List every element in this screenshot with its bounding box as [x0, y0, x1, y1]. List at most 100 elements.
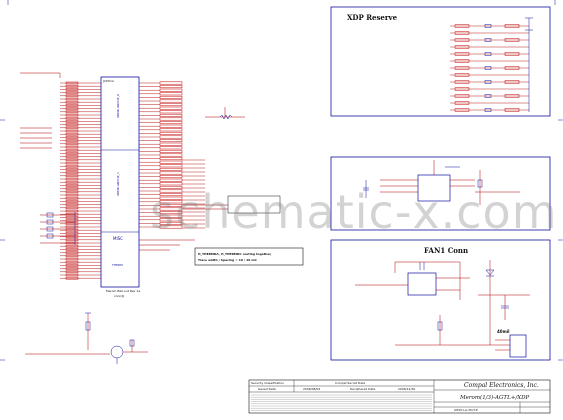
right-net-flag [159, 106, 183, 110]
left-net-flag [65, 152, 79, 155]
xdp-net-flag [454, 73, 470, 77]
left-net-flag [65, 276, 79, 280]
xdp-reserve-box [330, 6, 551, 117]
right-net-flag [159, 185, 183, 189]
security-classification-value: Compal Secret Data [335, 381, 365, 385]
left-net-flag [65, 184, 79, 187]
left-net-flag [65, 260, 79, 264]
left-net-flag [65, 113, 79, 117]
thermtrip-resistor [205, 107, 245, 120]
right-net-flag [159, 81, 183, 85]
left-net-flag [65, 168, 79, 171]
right-net-flag [159, 95, 183, 99]
sheet-title: Merom(1/3)-AGTL+/XDP [459, 394, 530, 401]
xdp-resistor [484, 52, 492, 56]
cpu-misc-label: MISC [113, 236, 123, 241]
right-net-flag [159, 200, 183, 204]
right-net-flag [159, 221, 183, 225]
left-net-flag [65, 94, 79, 98]
xdp-net-label [504, 24, 520, 28]
thermal-routing-note: H_THERMDA, H_THERMDC routing together, T… [194, 247, 304, 266]
cpu-footer-label: Merom Ball-out Rev 1a [106, 289, 140, 293]
watermark-text: schematic-x.com [150, 185, 558, 239]
right-net-flag [159, 103, 183, 107]
xdp-resistor [484, 66, 492, 70]
right-net-flag [159, 175, 183, 179]
right-net-flag [159, 189, 183, 193]
cpu-group-lower-label: ADDR GROUP_1 [116, 172, 120, 196]
right-net-flag [159, 157, 183, 161]
left-net-flag [65, 200, 79, 203]
left-net-flag [65, 235, 79, 238]
left-net-flag [65, 190, 79, 194]
right-net-flag [159, 196, 183, 200]
right-net-flag [159, 139, 183, 143]
left-net-flag [65, 174, 79, 178]
left-net-flag [65, 248, 79, 251]
left-net-flag [65, 257, 79, 261]
left-net-flag [65, 110, 79, 114]
right-net-flag [159, 207, 183, 211]
left-net-flag [65, 164, 79, 168]
left-net-flag [65, 100, 79, 104]
left-net-flag [65, 273, 79, 277]
xdp-reserve-title: XDP Reserve [347, 13, 398, 22]
xdp-resistor [484, 94, 492, 98]
left-net-flag [65, 126, 79, 130]
issued-date-value: 2006/08/04 [303, 387, 320, 391]
xdp-net-label [504, 38, 520, 42]
xdp-net-flag [454, 87, 470, 91]
cpu-footer-sub: conn@ [114, 294, 124, 298]
sheet-border [0, 0, 563, 361]
xdp-net-flag [454, 94, 470, 98]
thermal-note-line2: Trace width / Spacing = 10 / 10 mil [198, 258, 257, 262]
left-net-flag [65, 132, 79, 136]
left-net-flag [65, 270, 79, 274]
right-net-flag [159, 117, 183, 121]
left-net-flag [65, 145, 79, 149]
xdp-resistor [484, 80, 492, 84]
prochot-transistor-circuit [25, 312, 148, 364]
left-net-flag [65, 120, 79, 123]
cpu-refdes: JCPU1A [102, 79, 115, 83]
left-net-flag [65, 251, 79, 254]
fan-current-label: 40mil [497, 329, 510, 334]
left-net-flag [65, 244, 79, 248]
xdp-net-flag [454, 38, 470, 42]
right-net-flag [159, 135, 183, 139]
left-net-flag [65, 267, 79, 270]
thermal-sensor-box [330, 156, 551, 231]
xdp-net-flag [454, 66, 470, 70]
right-net-flag [159, 121, 183, 125]
right-net-flag [159, 85, 183, 89]
xdp-resistor [484, 24, 492, 28]
left-net-flag [65, 97, 79, 101]
left-bus-nets [60, 81, 85, 280]
xdp-power-rail [525, 17, 533, 112]
xdp-net-flag [454, 59, 470, 63]
cpu-group-upper-label: ADDR GROUP_0 [116, 94, 120, 118]
xdp-resistor-ladder [450, 24, 529, 112]
legal-notice-lines [251, 394, 432, 411]
left-net-flag [65, 148, 79, 152]
left-net-flag [65, 139, 79, 142]
left-net-flag [65, 129, 79, 133]
cpu-bottom-nets [139, 239, 195, 251]
right-net-flag [159, 146, 183, 150]
xdp-net-label [504, 108, 520, 112]
thermal-sensor-ic [363, 160, 520, 205]
right-net-flag [159, 110, 183, 114]
xdp-net-flag [454, 52, 470, 56]
xdp-net-label [504, 52, 520, 56]
right-net-flag [159, 142, 183, 146]
deciphered-date-value: 2006/12/30 [398, 387, 415, 391]
thermal-note-line1: H_THERMDA, H_THERMDC routing together, [198, 252, 272, 256]
title-block: Security Classification Compal Secret Da… [248, 379, 551, 414]
left-net-flag [65, 206, 79, 210]
issued-date-label: Issued Date [258, 387, 276, 391]
xdp-net-flag [454, 24, 470, 28]
xdp-resistor [484, 108, 492, 112]
right-net-flag [159, 99, 183, 103]
left-net-flag [65, 155, 79, 158]
